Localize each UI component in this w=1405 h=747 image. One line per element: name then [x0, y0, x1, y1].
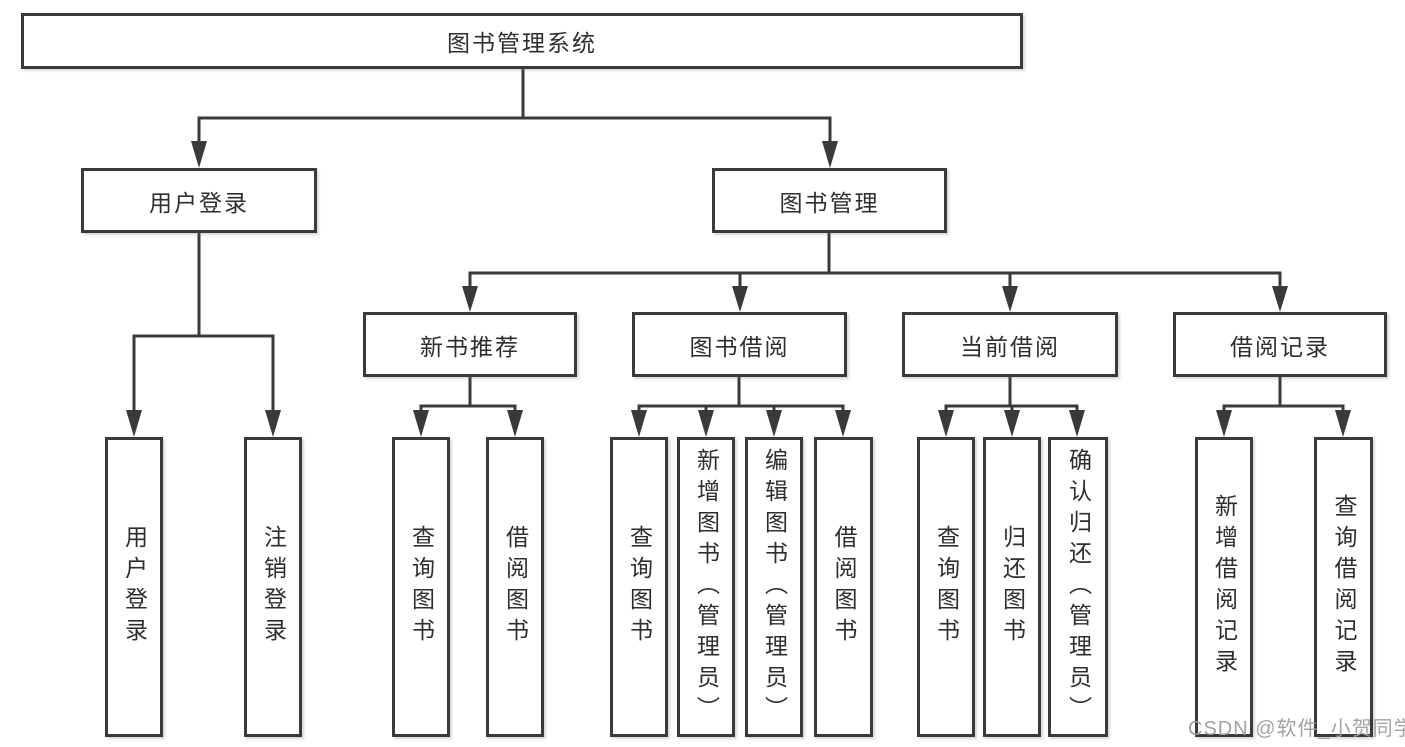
arrowhead	[507, 410, 523, 437]
leaf-query-books-recommend: 查询图书	[392, 437, 450, 737]
leaf-return-books: 归还图书	[983, 437, 1041, 737]
node-label: 查询图书	[626, 525, 653, 649]
arrowhead	[1335, 410, 1351, 437]
connector-book-management-children	[468, 233, 1282, 288]
node-label: 注销登录	[260, 525, 287, 649]
leaf-borrow-books-recommend: 借阅图书	[486, 437, 544, 737]
node-label: 查询图书	[933, 525, 960, 649]
leaf-add-borrow-record: 新增借阅记录	[1195, 437, 1253, 737]
connector-current-borrow-children	[944, 377, 1079, 412]
leaf-query-borrow-record: 查询借阅记录	[1314, 437, 1373, 737]
arrowhead	[462, 286, 478, 312]
arrowhead	[1004, 410, 1020, 437]
arrowhead	[766, 410, 782, 437]
arrowhead	[938, 410, 954, 437]
arrowhead	[822, 141, 838, 168]
arrowhead	[631, 410, 647, 437]
node-borrow-records: 借阅记录	[1173, 312, 1387, 377]
connector-book-borrow-children	[637, 377, 845, 412]
leaf-query-books-current: 查询图书	[917, 437, 975, 737]
node-label: 借阅图书	[502, 525, 529, 649]
node-label: 借阅记录	[1230, 333, 1330, 360]
node-label: 确认归还（管理员）	[1065, 447, 1092, 727]
connector-borrow-records-children	[1222, 377, 1345, 412]
arrowhead	[698, 410, 714, 437]
arrowhead	[1216, 410, 1232, 437]
node-label: 图书管理	[779, 189, 880, 216]
arrowhead	[1002, 286, 1018, 312]
node-library-management-system: 图书管理系统	[21, 13, 1023, 69]
arrowhead	[265, 410, 281, 437]
node-label: 新增借阅记录	[1211, 494, 1238, 680]
connector-new-book-recommend-children	[419, 377, 517, 412]
node-label: 图书借阅	[689, 333, 790, 360]
connector-root-to-level2	[197, 69, 832, 146]
node-label: 新增图书（管理员）	[693, 447, 720, 727]
arrowhead	[413, 410, 429, 437]
leaf-logout: 注销登录	[244, 437, 302, 737]
leaf-query-books-borrow: 查询图书	[610, 437, 668, 737]
node-label: 图书管理系统	[447, 30, 597, 56]
node-current-borrow: 当前借阅	[902, 312, 1118, 377]
connector-user-login-children	[132, 233, 275, 412]
node-user-login: 用户登录	[81, 168, 317, 233]
arrowhead	[732, 286, 748, 312]
node-label: 查询图书	[408, 525, 435, 649]
node-label: 借阅图书	[831, 525, 857, 649]
leaf-edit-books-admin: 编辑图书（管理员）	[745, 437, 803, 737]
node-label: 用户登录	[149, 189, 249, 216]
leaf-borrow-books: 借阅图书	[814, 437, 873, 737]
leaf-confirm-return-admin: 确认归还（管理员）	[1048, 437, 1108, 737]
node-book-management: 图书管理	[712, 168, 947, 233]
leaf-add-books-admin: 新增图书（管理员）	[677, 437, 735, 737]
node-label: 用户登录	[121, 525, 148, 649]
node-label: 归还图书	[999, 525, 1026, 649]
node-new-book-recommend: 新书推荐	[363, 312, 577, 377]
node-label: 查询借阅记录	[1331, 494, 1357, 680]
arrowhead	[1069, 410, 1085, 437]
node-label: 编辑图书（管理员）	[761, 447, 788, 727]
arrowhead	[835, 410, 851, 437]
arrowhead	[191, 141, 207, 168]
node-book-borrow: 图书借阅	[632, 312, 847, 377]
leaf-user-login: 用户登录	[105, 437, 163, 737]
node-label: 当前借阅	[960, 333, 1060, 360]
arrowhead	[126, 410, 142, 437]
csdn-watermark: CSDN @软件_小贺同学	[1188, 718, 1405, 740]
arrowhead	[1272, 286, 1288, 312]
node-label: 新书推荐	[420, 333, 520, 360]
